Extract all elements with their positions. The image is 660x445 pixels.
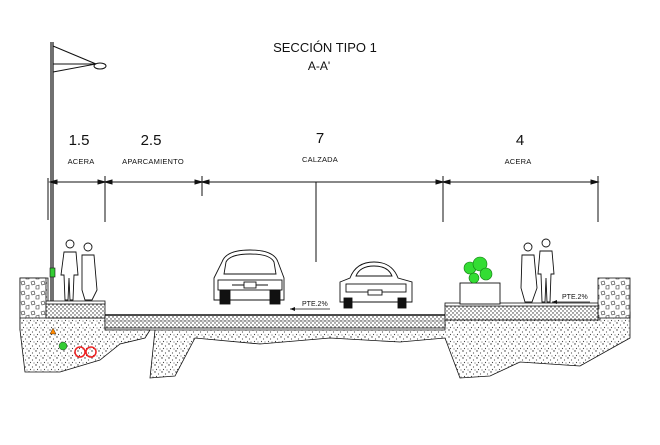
section-title: SECCIÓN TIPO 1 [273,40,377,55]
segment-calzada: 7 CALZADA [302,130,338,164]
right-sidewalk [444,304,599,321]
utility-markers [49,327,97,358]
pedestrians-right-icon [520,238,555,303]
section-subtitle: A-A' [308,59,330,73]
roadway-pavement [104,314,446,329]
left-retaining-wall [19,277,47,319]
segment-acera-left: 1.5 ACERA [68,132,95,166]
parked-car-icon [213,249,285,305]
slope-label: PTE.2% [302,301,328,308]
left-sidewalk [45,302,106,319]
segment-width: 4 [516,132,524,149]
slope-sidewalk: PTE.2% [552,294,590,304]
right-retaining-wall [597,277,631,319]
segment-label: ACERA [505,157,532,166]
car-rear-icon [339,261,413,309]
segment-label: ACERA [68,157,95,166]
segment-width: 1.5 [69,132,90,149]
segment-width: 7 [316,130,324,147]
dimension-line [47,176,600,262]
street-lamp-icon [49,42,107,305]
slope-label: PTE.2% [562,294,588,301]
segment-label: APARCAMIENTO [122,157,184,166]
segment-acera-right: 4 ACERA [505,132,532,166]
segment-aparcamiento: 2.5 APARCAMIENTO [122,132,184,166]
segment-label: CALZADA [302,155,338,164]
planter-icon [459,256,501,305]
slope-road: PTE.2% [290,301,330,311]
segment-width: 2.5 [141,132,162,149]
pedestrians-left-icon [60,239,98,301]
